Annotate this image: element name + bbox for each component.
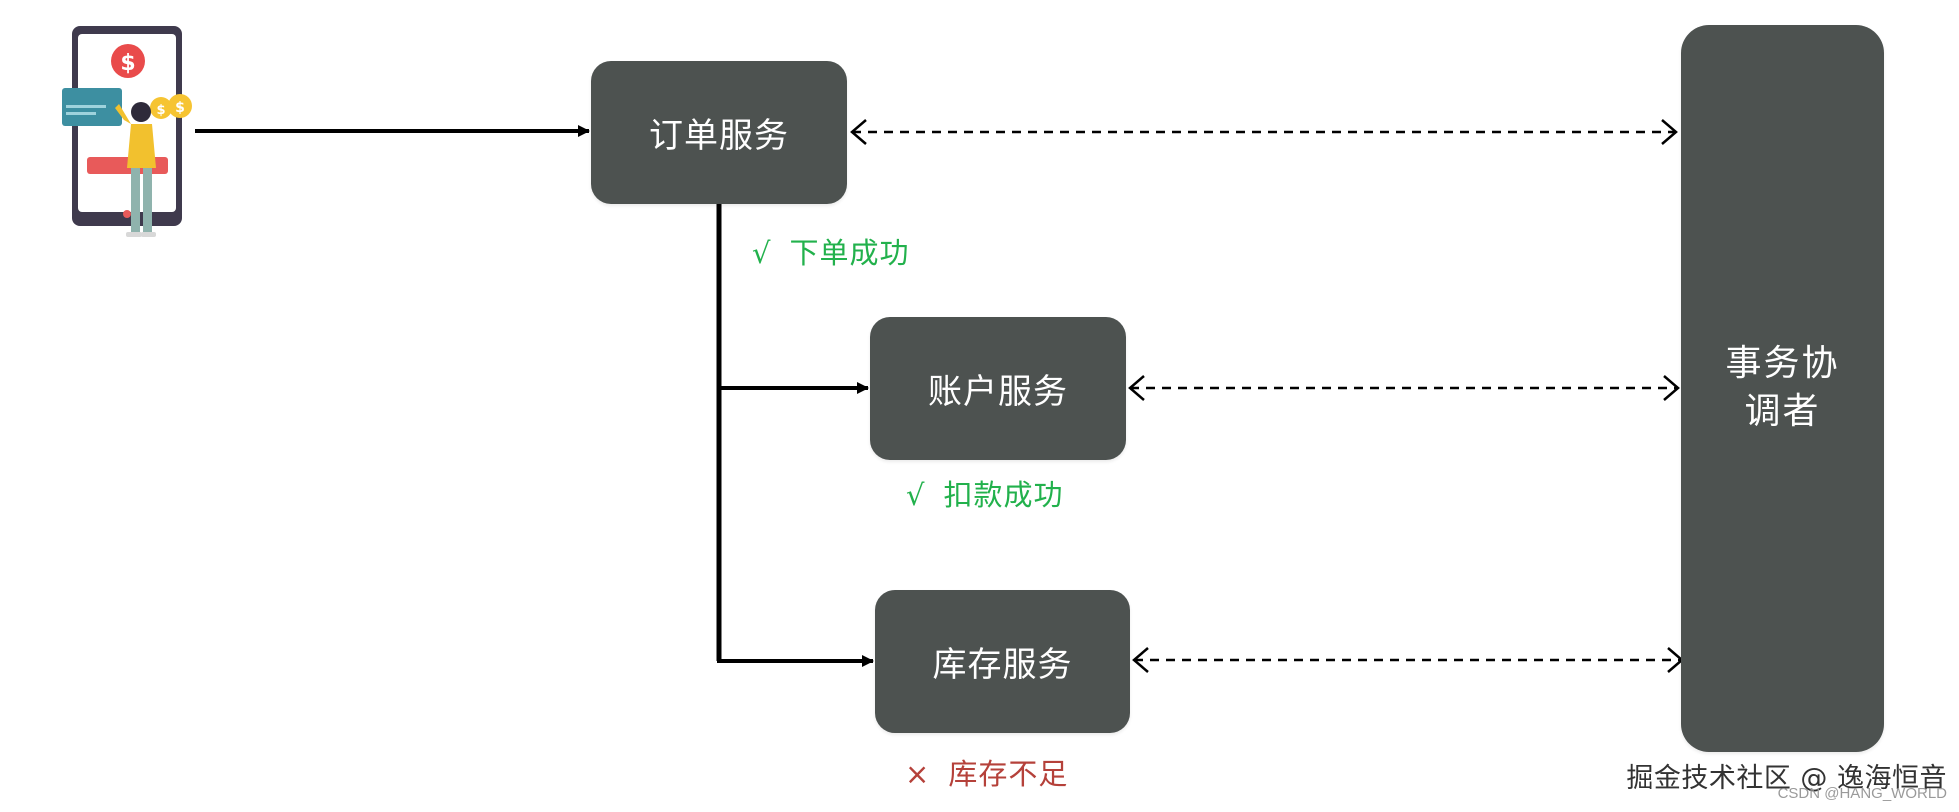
coordinator-label-line2: 调者 bbox=[1744, 391, 1821, 432]
account-status-text: 扣款成功 bbox=[943, 478, 1064, 512]
order-coordinator-dashed-arrow bbox=[850, 119, 1678, 145]
order-service-label: 订单服务 bbox=[649, 116, 789, 156]
account-service-label: 账户服务 bbox=[928, 372, 1068, 412]
transaction-coordinator-box bbox=[1681, 25, 1884, 752]
svg-text:$: $ bbox=[120, 51, 135, 76]
inventory-coordinator-dashed-arrow bbox=[1132, 647, 1684, 673]
svg-text:$: $ bbox=[175, 100, 185, 116]
order-service-box: 订单服务 bbox=[591, 61, 847, 204]
cross-icon: × bbox=[905, 757, 931, 791]
coordinator-label-line1: 事务协 bbox=[1725, 343, 1840, 384]
check-icon: √ bbox=[752, 236, 772, 270]
mobile-payment-user-icon: $ $ $ bbox=[62, 26, 192, 237]
transaction-coordinator-label: 事务协 调者 bbox=[1681, 340, 1884, 436]
account-coordinator-dashed-arrow bbox=[1128, 375, 1680, 401]
inventory-service-label: 库存服务 bbox=[932, 645, 1073, 685]
inventory-service-box: 库存服务 bbox=[875, 590, 1130, 733]
account-service-box: 账户服务 bbox=[870, 317, 1126, 460]
inventory-status-label: × 库存不足 bbox=[905, 751, 1068, 793]
watermark-juejin: 掘金技术社区 @ 逸海恒音 bbox=[1626, 763, 1947, 794]
inventory-status-text: 库存不足 bbox=[948, 757, 1069, 791]
check-icon: √ bbox=[906, 478, 926, 512]
order-status-label: √ 下单成功 bbox=[752, 230, 910, 272]
svg-text:$: $ bbox=[156, 103, 165, 118]
account-status-label: √ 扣款成功 bbox=[906, 472, 1064, 514]
watermark-csdn: CSDN @HANG_WORLD bbox=[1777, 785, 1947, 802]
order-status-text: 下单成功 bbox=[789, 236, 910, 270]
